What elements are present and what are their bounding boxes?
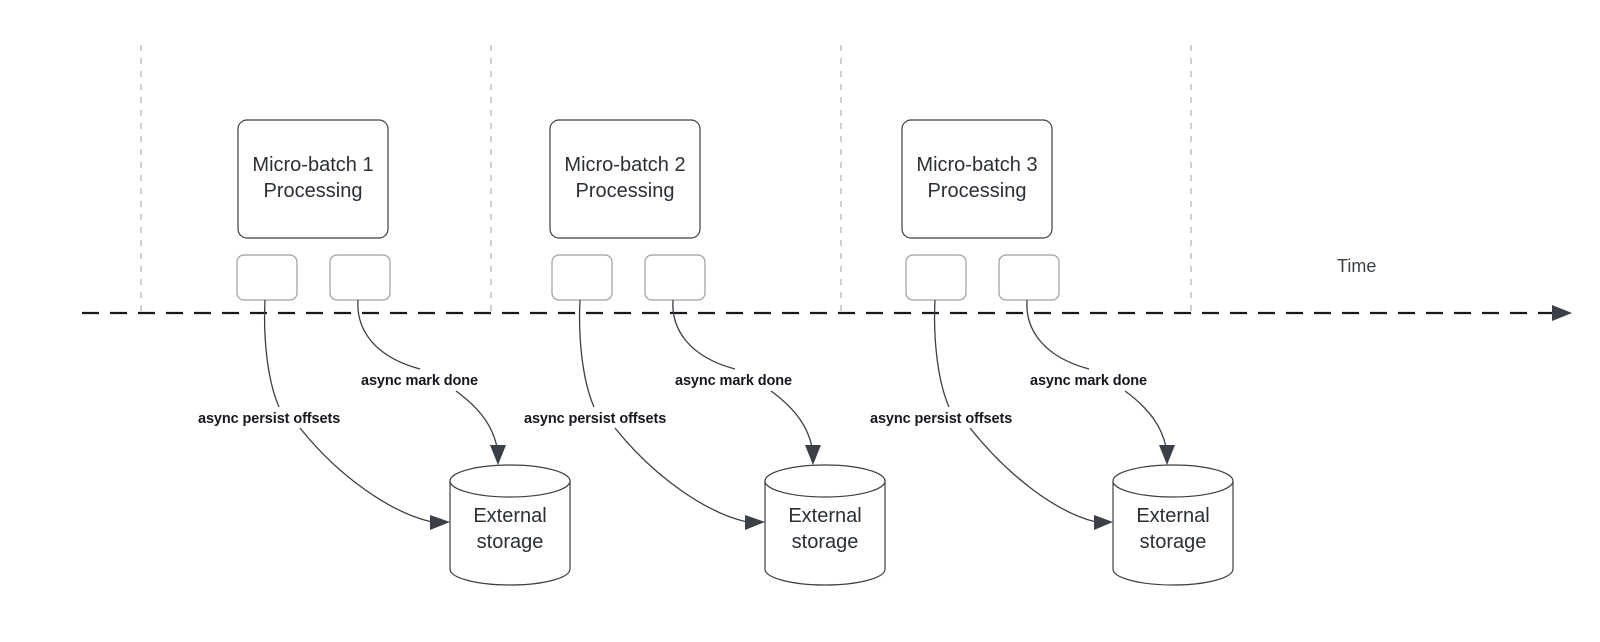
mark-done-curve-2a xyxy=(672,299,736,370)
mark-done-curve-1a xyxy=(357,299,421,370)
tick-lines-group xyxy=(140,45,1192,313)
persist-offsets-curve-1a xyxy=(263,299,280,408)
persist-offsets-curve-3b xyxy=(969,427,1097,523)
async-persist-offsets-label-1: async persist offsets xyxy=(198,411,341,427)
mark-done-curve-2b xyxy=(770,390,813,448)
microbatch-box-3[interactable] xyxy=(901,119,1053,239)
time-axis-group xyxy=(82,305,1572,321)
task-box-1b[interactable] xyxy=(329,254,391,301)
task-box-1a[interactable] xyxy=(236,254,298,301)
persist-offsets-curve-2a xyxy=(578,299,595,408)
external-storage-cylinder-3-body xyxy=(1112,481,1234,586)
microbatch-box-1[interactable] xyxy=(237,119,389,239)
microbatch-box-2[interactable] xyxy=(549,119,701,239)
group-1-shapes xyxy=(236,119,571,586)
mark-done-curve-3b xyxy=(1124,390,1167,448)
arrow-right-icon xyxy=(1552,305,1572,321)
persist-offsets-curve-2b xyxy=(614,427,748,523)
persist-offsets-curve-3a xyxy=(933,299,950,408)
persist-offsets-arrowhead-3 xyxy=(1094,515,1113,530)
task-box-2a[interactable] xyxy=(551,254,613,301)
async-mark-done-label-2: async mark done xyxy=(675,373,792,389)
mark-done-curve-1b xyxy=(455,390,498,448)
async-mark-done-label-1: async mark done xyxy=(361,373,478,389)
external-storage-cylinder-1-top xyxy=(449,464,571,498)
mark-done-curve-3a xyxy=(1026,299,1090,370)
external-storage-cylinder-3-top xyxy=(1112,464,1234,498)
async-mark-done-label-3: async mark done xyxy=(1030,373,1147,389)
external-storage-cylinder-2-top xyxy=(764,464,886,498)
persist-offsets-arrowhead-2 xyxy=(745,515,765,530)
group-2-shapes xyxy=(549,119,886,586)
group-3-shapes xyxy=(901,119,1234,586)
mark-done-arrowhead-3 xyxy=(1159,445,1175,465)
task-box-2b[interactable] xyxy=(644,254,706,301)
persist-offsets-curve-1b xyxy=(299,427,433,523)
persist-offsets-arrowhead-1 xyxy=(430,515,450,530)
task-box-3b[interactable] xyxy=(998,254,1060,301)
mark-done-arrowhead-2 xyxy=(805,445,821,465)
mark-done-arrowhead-1 xyxy=(490,445,506,465)
async-persist-offsets-label-3: async persist offsets xyxy=(870,411,1013,427)
time-axis-label: Time xyxy=(1337,256,1377,276)
task-box-3a[interactable] xyxy=(905,254,967,301)
external-storage-cylinder-2-body xyxy=(764,481,886,586)
external-storage-cylinder-1-body xyxy=(449,481,571,586)
async-persist-offsets-label-2: async persist offsets xyxy=(524,411,667,427)
